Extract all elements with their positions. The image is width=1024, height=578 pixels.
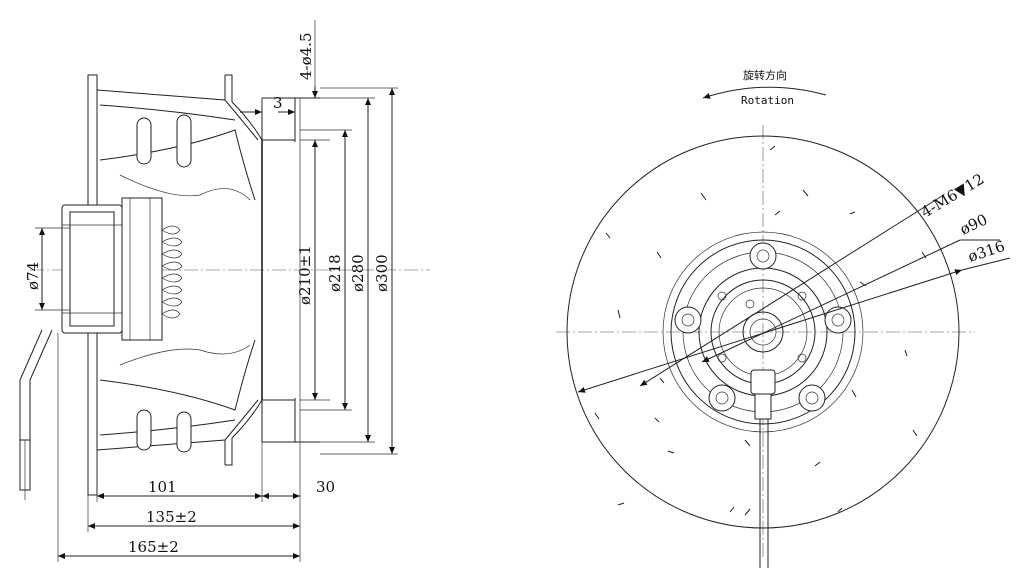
side-horizontal-dims: 101 30 135±2 165±2: [57, 333, 335, 562]
rotation-label-en: Rotation: [741, 94, 794, 107]
dim-d90: ø90: [957, 210, 990, 238]
dim-d218: ø218: [326, 254, 344, 292]
dim-d210: ø210±1: [296, 245, 314, 305]
dim-w101: 101: [148, 478, 177, 496]
dim-w135: 135±2: [146, 508, 197, 526]
dim-thickness: 3: [273, 94, 283, 112]
side-vertical-dims: ø210±1 ø218 ø280 ø300 4-ø4.5 3: [240, 20, 398, 455]
dim-d280: ø280: [349, 254, 367, 292]
rotation-arrow: [702, 86, 827, 99]
rotation-label-cn: 旋转方向: [743, 68, 787, 82]
dim-d74: ø74: [24, 262, 42, 290]
dim-w30: 30: [316, 478, 335, 496]
front-view: 旋转方向 Rotation 4-M6▼12 ø90 ø316: [556, 68, 1011, 568]
dim-d316: ø316: [966, 237, 1007, 266]
dim-holes: 4-ø4.5: [297, 33, 315, 81]
rotor-fins: [161, 225, 183, 319]
dim-motor-diameter: ø74: [24, 227, 70, 311]
cable-gland: [750, 369, 776, 395]
dim-w165: 165±2: [128, 538, 179, 556]
side-view: ø210±1 ø218 ø280 ø300 4-ø4.5 3: [19, 20, 430, 562]
dim-d300: ø300: [373, 254, 391, 292]
